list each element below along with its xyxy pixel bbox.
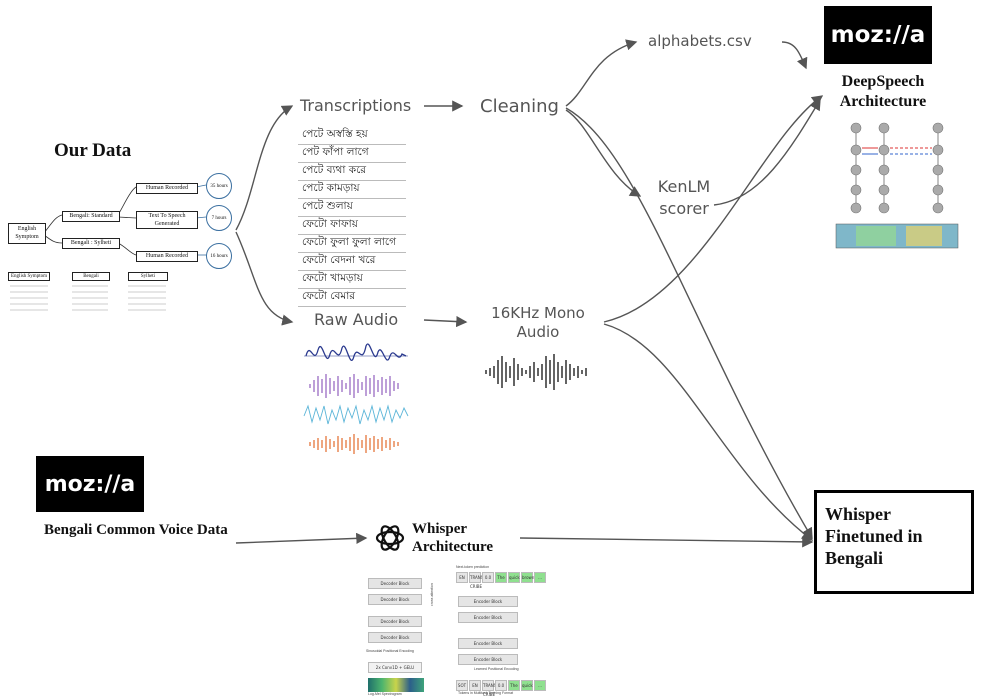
conv-block: 2x Conv1D + GELU bbox=[368, 662, 422, 673]
table-row: ফেটো বেমার bbox=[298, 288, 406, 307]
mozilla-logo-deepspeech: moz://a bbox=[824, 6, 932, 64]
openai-logo-icon bbox=[375, 525, 405, 551]
encoder-block: Decoder Block bbox=[368, 632, 422, 643]
table-row: ফেটো ফুলা ফুলা লাগে bbox=[298, 234, 406, 253]
tree-english-symptom: English Symptom bbox=[8, 223, 46, 244]
whisper-finetuned-box: Whisper Finetuned in Bengali bbox=[814, 490, 974, 594]
hours-badge-3: 16 hours bbox=[206, 243, 232, 269]
decoder-block: Encoder Block bbox=[458, 638, 518, 649]
spectrogram-label: Log-Mel Spectrogram bbox=[368, 692, 402, 696]
decoder-block: Encoder Block bbox=[458, 596, 518, 607]
our-data-tree: English Symptom Bengali: Standard Bengal… bbox=[0, 165, 240, 325]
hours-badge-1: 35 hours bbox=[206, 173, 232, 199]
whisper-finetuned-label: Whisper Finetuned in Bengali bbox=[825, 504, 923, 568]
sinusoidal-pos-label: Sinusoidal Positional Encoding bbox=[366, 649, 414, 653]
kenlm-scorer-label: KenLM scorer bbox=[657, 177, 711, 218]
tree-tts-generated: Text To Speech Generated bbox=[136, 211, 198, 229]
encoder-block: Decoder Block bbox=[368, 616, 422, 627]
decoder-block: Encoder Block bbox=[458, 612, 518, 623]
table-row: পেটে ব্যথা করে bbox=[298, 162, 406, 181]
mono-audio-label: 16KHz Mono Audio bbox=[491, 304, 585, 341]
table-row: পেটে কামড়ায় bbox=[298, 180, 406, 199]
multitask-tokens-label: Tokens in Multitask Training Format bbox=[458, 691, 514, 695]
whisper-architecture-label: Whisper Architecture bbox=[412, 521, 494, 555]
decoder-block: Encoder Block bbox=[458, 654, 518, 665]
hours-badge-2: 7 hours bbox=[206, 205, 232, 231]
cross-attention-label: cross attention bbox=[430, 583, 434, 606]
mini-table-header-english: English Symptom bbox=[8, 272, 50, 281]
table-row: পেট ফাঁপা লাগে bbox=[298, 144, 406, 163]
log-mel-spectrogram bbox=[368, 678, 424, 692]
table-row: পেটে অস্বস্তি হয় bbox=[298, 127, 406, 145]
input-token-row: SOT EN TRANS-CRIBE 0.0 The quick ... bbox=[456, 680, 546, 697]
mini-data-table: English Symptom Bengali Sylheti bbox=[8, 272, 168, 318]
deepspeech-network-diagram bbox=[835, 122, 959, 249]
whisper-architecture-diagram: Decoder Block Decoder Block Decoder Bloc… bbox=[362, 562, 546, 697]
raw-audio-label: Raw Audio bbox=[314, 310, 399, 329]
encoder-block: Decoder Block bbox=[368, 578, 422, 589]
mini-table-header-sylheti: Sylheti bbox=[128, 272, 168, 281]
alphabets-csv-label: alphabets.csv bbox=[648, 32, 752, 50]
cleaning-label: Cleaning bbox=[480, 96, 559, 117]
tree-bengali-sylheti: Bengali : Sylheti bbox=[62, 238, 120, 249]
mini-table-rows bbox=[10, 285, 166, 311]
output-token-row: EN TRANS-CRIBE 0.0 The quick brown ... bbox=[456, 572, 546, 589]
our-data-title: Our Data bbox=[54, 140, 132, 161]
raw-audio-waveforms bbox=[303, 343, 409, 454]
encoder-block: Decoder Block bbox=[368, 594, 422, 605]
mono-audio-waveform bbox=[485, 354, 587, 390]
mini-table-header-bengali: Bengali bbox=[72, 272, 110, 281]
next-token-label: Next-token prediction bbox=[456, 565, 490, 569]
mozilla-logo-common-voice: moz://a bbox=[36, 456, 144, 512]
transcriptions-table: পেটে অস্বস্তি হয় পেট ফাঁপা লাগে পেটে ব্… bbox=[298, 127, 406, 307]
deepspeech-architecture-label: DeepSpeech Architecture bbox=[839, 73, 927, 110]
tree-human-recorded-1: Human Recorded bbox=[136, 183, 198, 194]
tree-bengali-standard: Bengali: Standard bbox=[62, 211, 120, 222]
table-row: ফেটো খামড়ায় bbox=[298, 270, 406, 289]
table-row: ফেটো ফাফায় bbox=[298, 216, 406, 235]
learned-pos-label: Learned Positional Encoding bbox=[474, 667, 519, 671]
table-row: ফেটো বেদনা খরে bbox=[298, 252, 406, 271]
transcriptions-label: Transcriptions bbox=[300, 96, 412, 115]
table-row: পেটে শুলায় bbox=[298, 198, 406, 217]
common-voice-label: Bengali Common Voice Data bbox=[44, 522, 228, 538]
tree-human-recorded-2: Human Recorded bbox=[136, 251, 198, 262]
